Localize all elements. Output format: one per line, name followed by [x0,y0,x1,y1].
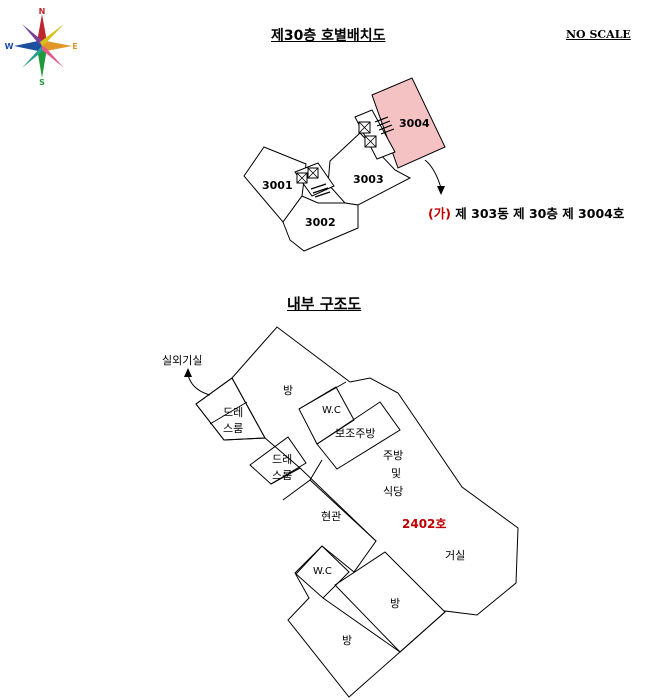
core-lower [294,162,335,197]
dress-room-1 [195,377,266,441]
compass-rose: N S E W [2,4,82,86]
wc-bottom-room [295,545,350,599]
unit-number-label: 2402호 [402,517,446,531]
stair-icon [374,116,395,135]
room-top-label: 방 [283,384,293,397]
no-scale-label: NO SCALE [566,28,631,41]
aux-kitchen-label: 보조주방 [335,427,375,440]
compass-w-label: W [5,42,14,51]
caption-text: 제 303동 제 30층 제 3004호 [455,206,625,221]
unit-3002-area [282,195,359,252]
entrance-label: 현관 [321,510,341,523]
interior-outline [195,326,519,698]
room-mid-label: 방 [390,597,400,610]
aux-kitchen-room [316,401,401,470]
outdoor-unit-label: 실외기실 [162,354,202,367]
unit-caption: (가) 제 303동 제 30층 제 3004호 [428,203,624,222]
unit-3003-label: 3003 [353,173,384,186]
wc-top-room [298,386,355,445]
dress2-label-line1: 드레 [272,453,292,466]
kitchen-label-line2: 및 [391,467,401,480]
floor-layout-title: 제30층 호별배치도 [271,28,386,44]
interior-title: 내부 구조도 [287,295,362,313]
wall [209,401,248,425]
living-label: 거실 [445,549,465,562]
pointer-arrow [424,159,442,189]
kitchen-label-line1: 주방 [383,449,403,462]
wc-bottom-label: W.C [313,566,332,577]
compass-star-icon: N S E W [5,7,78,86]
dress-room-2 [249,436,307,485]
kitchen-label-line3: 식당 [383,485,403,498]
room-mid [334,551,446,653]
compass-e-label: E [72,42,77,51]
unit-3001-label: 3001 [262,179,293,192]
wall [322,597,401,653]
caption-marker: (가) [428,206,451,221]
unit-3002-label: 3002 [305,216,336,229]
unit-3004-label: 3004 [399,117,430,130]
stair-icon [310,183,331,198]
dress1-label-line1: 드레 [223,406,243,419]
compass-s-label: S [39,78,45,86]
dress2-label-line2: 스룸 [272,469,292,482]
outdoor-arrow [187,374,211,396]
room-bottom-label: 방 [342,634,352,647]
wall [309,479,377,542]
arrow-head-icon [437,186,445,195]
compass-n-label: N [39,7,46,16]
dress1-label-line2: 스룸 [223,422,243,435]
arrow-head-icon [184,368,192,377]
wc-top-label: W.C [322,405,341,416]
wall [270,467,301,485]
